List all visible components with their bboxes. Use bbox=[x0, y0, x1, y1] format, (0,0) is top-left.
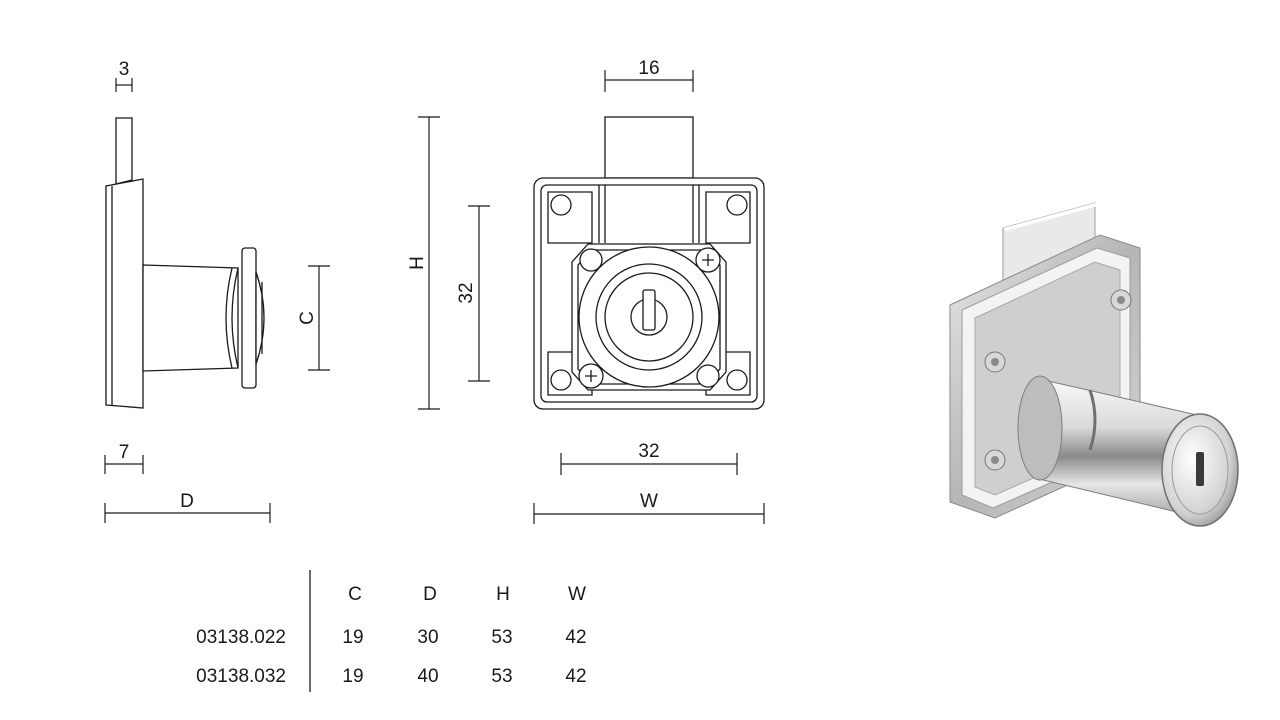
dimension-label-hole-spacing-vertical: 32 bbox=[456, 282, 477, 303]
table-header-h: H bbox=[496, 584, 510, 605]
side-view: 3 C 7 bbox=[104, 59, 330, 523]
dimension-hole-spacing-vertical: 32 bbox=[456, 205, 490, 382]
table-header-w: W bbox=[568, 584, 586, 605]
dimension-bolt-width: 16 bbox=[604, 58, 694, 92]
table-header-d: D bbox=[423, 584, 437, 605]
dimension-label-c: C bbox=[297, 311, 318, 325]
dimension-c: C bbox=[297, 265, 330, 371]
spec-table: C D H W 03138.022 19 30 53 42 03138.032 … bbox=[196, 570, 587, 692]
dimension-h: H bbox=[407, 116, 440, 410]
dimension-label-hole-spacing-horizontal: 32 bbox=[638, 441, 659, 462]
dimension-d: D bbox=[104, 491, 271, 523]
dimension-label-w: W bbox=[640, 491, 658, 512]
dimension-w: W bbox=[533, 491, 765, 524]
dimension-hole-spacing-horizontal: 32 bbox=[560, 441, 738, 475]
dimension-label-bolt-width: 16 bbox=[638, 58, 659, 79]
product-photo bbox=[949, 202, 1239, 527]
dimension-label-d: D bbox=[180, 491, 194, 512]
table-cell-w: 42 bbox=[565, 627, 586, 648]
dimension-plate-thickness: 3 bbox=[115, 59, 133, 92]
table-cell-c: 19 bbox=[342, 666, 363, 687]
table-cell-h: 53 bbox=[491, 627, 512, 648]
table-cell-d: 30 bbox=[417, 627, 438, 648]
dimension-label-h: H bbox=[407, 256, 428, 270]
table-header-c: C bbox=[348, 584, 362, 605]
table-cell-d: 40 bbox=[417, 666, 438, 687]
table-cell-h: 53 bbox=[491, 666, 512, 687]
front-view: 16 bbox=[456, 58, 765, 524]
table-cell-c: 19 bbox=[342, 627, 363, 648]
table-row-code: 03138.032 bbox=[196, 666, 286, 687]
table-row-code: 03138.022 bbox=[196, 627, 286, 648]
screw-bottom-left bbox=[578, 363, 604, 389]
dimension-label-flange-depth: 7 bbox=[119, 442, 130, 463]
dimension-flange-depth: 7 bbox=[104, 442, 144, 474]
screw-top-right bbox=[695, 247, 721, 273]
dimension-label-plate-thickness: 3 bbox=[119, 59, 130, 80]
table-cell-w: 42 bbox=[565, 666, 586, 687]
